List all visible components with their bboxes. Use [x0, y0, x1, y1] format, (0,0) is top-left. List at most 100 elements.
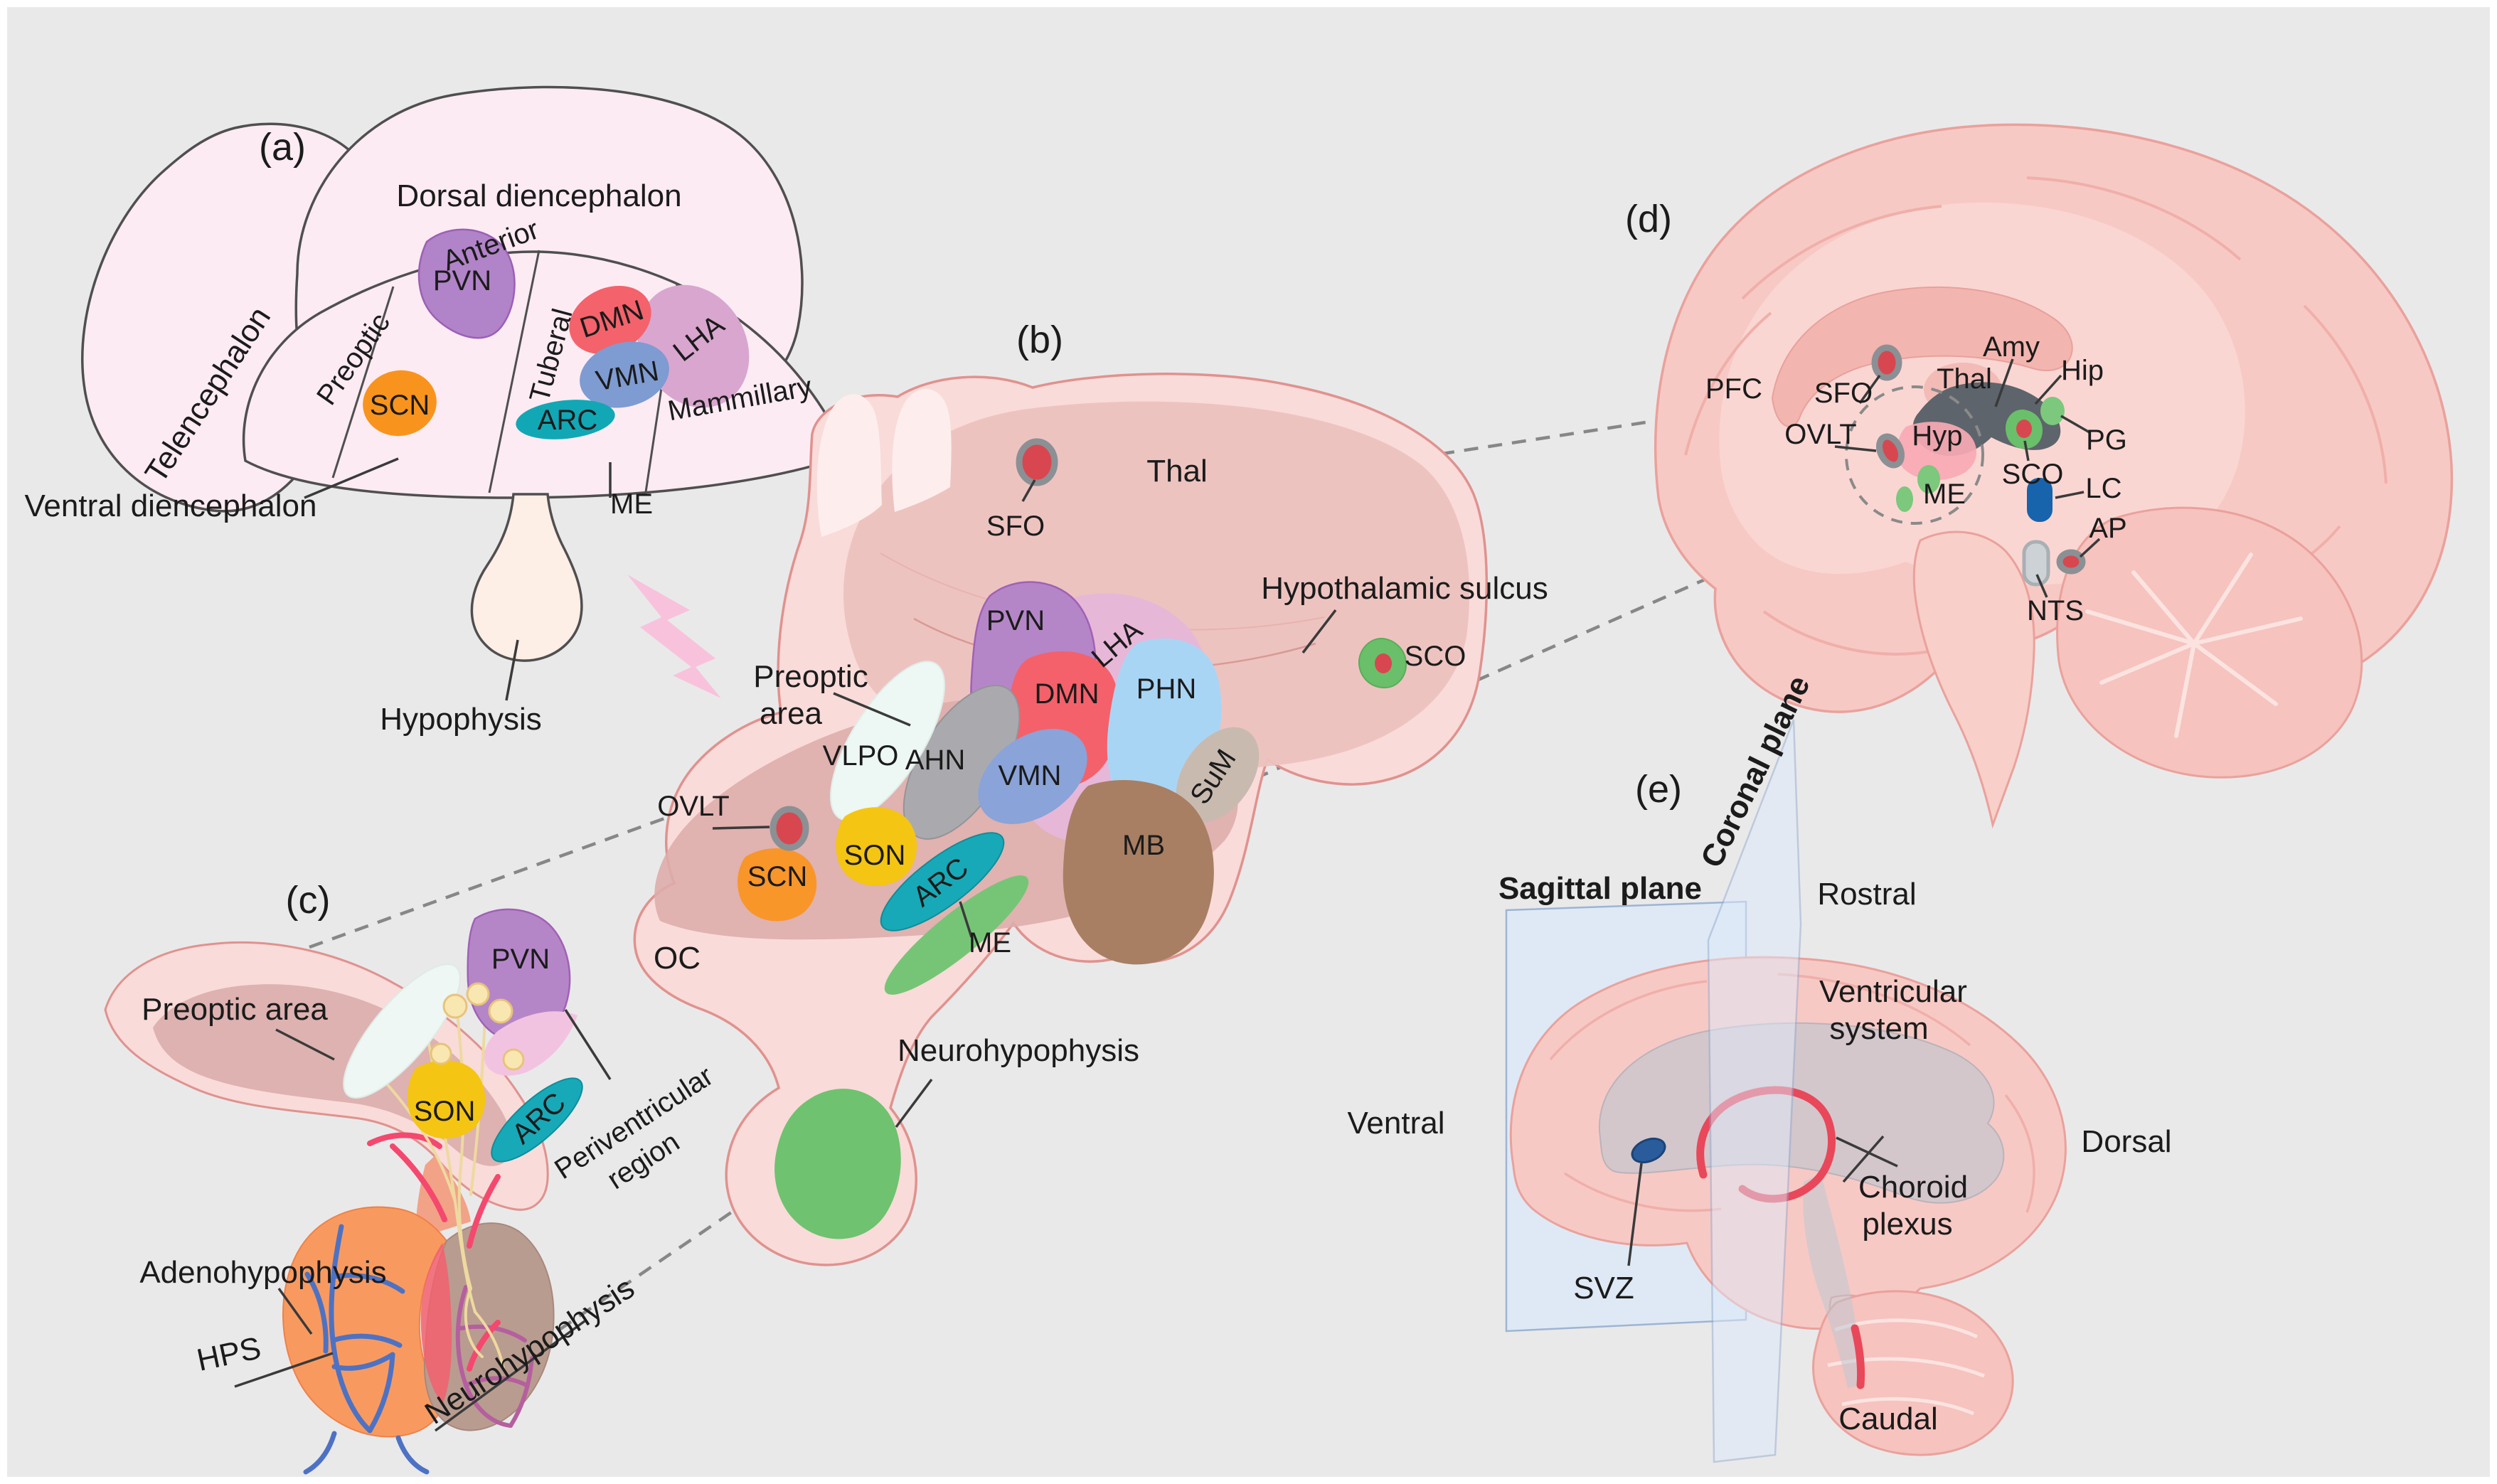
label-hypophysis-a: Hypophysis: [380, 702, 541, 737]
sco-core-b: [1375, 653, 1392, 673]
amy-pointer-d: [1994, 358, 2014, 407]
label-ventral-diencephalon: Ventral diencephalon: [25, 489, 317, 523]
label-lc-d: LC: [2085, 473, 2121, 504]
label-dorsal: Dorsal: [2081, 1124, 2171, 1159]
label-dmn-b: DMN: [1034, 678, 1099, 710]
label-vmn-b: VMN: [999, 760, 1062, 791]
choroid-pointer-e: [1836, 1136, 1898, 1168]
label-caudal: Caudal: [1838, 1402, 1937, 1436]
adenohypophysis-pointer-c: [277, 1287, 313, 1335]
me-blob-d-1: [1917, 465, 1940, 493]
hps-pointer-c: [234, 1352, 334, 1388]
pg-blob-d: [2040, 397, 2065, 425]
nts-blob-d: [2022, 540, 2050, 587]
label-vlpo-b: VLPO: [823, 740, 899, 772]
label-preoptic-b-2: area: [760, 696, 823, 731]
sum-blob-b: [1176, 727, 1260, 823]
sfo-pointer-d: [1858, 374, 1881, 405]
label-me-a: ME: [610, 489, 653, 520]
lc-pointer-d: [2055, 491, 2085, 499]
ap-blob-d: [2056, 549, 2086, 575]
label-hip-d: Hip: [2061, 355, 2104, 386]
label-adenohypophysis-c: Adenohypophysis: [139, 1255, 386, 1290]
label-hyp-d: Hyp: [1912, 420, 1962, 452]
son-blob-c: [407, 1060, 486, 1139]
neuron-cell-bodies-c: [430, 982, 525, 1071]
sfo-pointer-b: [1021, 479, 1036, 502]
fourth-ventricle-strip: [1803, 1173, 1862, 1388]
sco-core-d: [2016, 420, 2032, 438]
sulcus-pointer-b: [1301, 609, 1337, 654]
me-pointer-b: [959, 901, 973, 938]
sco-pointer-d: [2023, 440, 2030, 461]
lc-blob-d: [2027, 478, 2053, 522]
neurohypophysis-pointer-c: [434, 1320, 586, 1432]
label-me-b: ME: [969, 927, 1011, 959]
label-preoptic-area-c: Preoptic area: [142, 992, 328, 1027]
label-pvn-a: PVN: [433, 265, 491, 297]
label-ventricular-2: system: [1829, 1011, 1928, 1046]
panel-a-letter: (a): [259, 126, 306, 169]
label-arc-a: ARC: [538, 405, 597, 436]
preoptic-pointer-c: [275, 1028, 335, 1061]
hypophysis-pointer: [505, 639, 519, 701]
hypothalamus-dashed-circle-d: [1845, 385, 1984, 525]
sfo-blob-b: [1016, 438, 1058, 486]
label-neurohypophysis-b: Neurohypophysis: [898, 1033, 1139, 1068]
label-pvn-c: PVN: [491, 944, 550, 975]
panel-d-letter: (d): [1625, 198, 1672, 240]
ventricle-recess-2: [892, 388, 952, 512]
ventricular-pointer-e: [1842, 1135, 1885, 1183]
ovlt-blob-d: [1876, 433, 1905, 469]
hps-portal-vessels: [303, 1224, 430, 1475]
label-ap-d: AP: [2089, 513, 2126, 544]
label-preoptic-b-1: Preoptic: [753, 659, 868, 694]
coronal-plane-shape: [1707, 719, 1802, 1463]
corpus-callosum-d: [1771, 286, 2073, 427]
arc-blob-a: [516, 400, 615, 439]
hip-pointer-d: [2034, 374, 2062, 405]
mb-blob-b: [1063, 779, 1214, 965]
ventral-diencephalon-pointer: [304, 457, 399, 499]
svz-blob-e: [1631, 1137, 1666, 1164]
ap-pointer-d: [2079, 538, 2101, 558]
ventricle-recess-1: [816, 394, 882, 537]
label-pvn-b: PVN: [986, 605, 1045, 636]
dmn-blob-a: [569, 285, 651, 355]
nts-pointer-d: [2035, 574, 2048, 598]
label-ventricular-1: Ventricular: [1819, 974, 1967, 1009]
label-choroid-1: Choroid: [1858, 1170, 1968, 1205]
label-nts-d: NTS: [2027, 595, 2084, 626]
label-pg-d: PG: [2086, 425, 2127, 456]
label-phn-b: PHN: [1136, 673, 1196, 705]
label-mb-b: MB: [1122, 830, 1165, 861]
label-sco-b: SCO: [1405, 641, 1466, 672]
label-sfo-b: SFO: [986, 511, 1045, 542]
sfo-blob-d: [1871, 344, 1902, 381]
brainstem-d: [1912, 530, 2035, 829]
pvn-blob-a: [417, 228, 516, 339]
label-thal-d: Thal: [1937, 363, 1992, 395]
panel-e-letter: (e): [1635, 768, 1682, 811]
label-son-b: SON: [844, 840, 906, 871]
label-sagittal-plane: Sagittal plane: [1498, 871, 1702, 906]
label-sco-d: SCO: [2002, 459, 2064, 490]
label-choroid-2: plexus: [1862, 1207, 1952, 1242]
stalk-arteries: [367, 1132, 501, 1372]
label-thal-b: Thal: [1146, 454, 1208, 489]
gland-cleft-c: [420, 1243, 452, 1404]
me-blob-d-2: [1896, 486, 1913, 512]
label-ovlt-b: OVLT: [657, 791, 730, 822]
label-ventral: Ventral: [1348, 1106, 1445, 1141]
label-rostral: Rostral: [1817, 877, 1916, 912]
label-scn-a: SCN: [370, 390, 430, 421]
label-svz: SVZ: [1573, 1271, 1634, 1306]
vlpo-blob-b: [830, 661, 945, 821]
panel-c-letter: (c): [286, 879, 331, 922]
panel-b: (b) Thal SFO Hypothalamic sulcus Preopti…: [633, 319, 1548, 1266]
label-ovlt-d: OVLT: [1784, 419, 1857, 450]
label-hps-c: HPS: [194, 1330, 265, 1378]
label-dorsal-diencephalon: Dorsal diencephalon: [396, 178, 681, 213]
ovlt-blob-b: [770, 806, 809, 851]
